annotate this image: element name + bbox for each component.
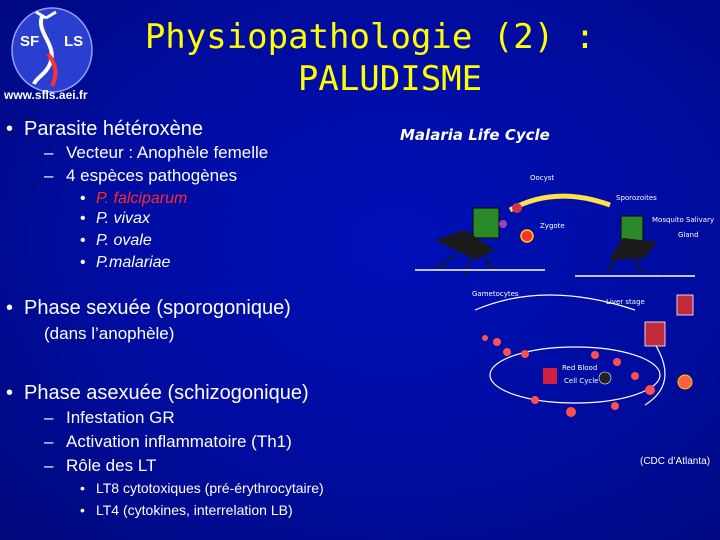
mosquito-left-illustration bbox=[434, 207, 500, 276]
diagram-title: Malaria Life Cycle bbox=[400, 126, 550, 144]
title-line-1: Physiopathologie (2) : bbox=[144, 17, 596, 57]
bullet-role: –Rôle des LT bbox=[44, 456, 157, 475]
source-credit: (CDC d’Atlanta) bbox=[640, 456, 711, 467]
bullet-asexuee: •Phase asexuée (schizogonique) bbox=[6, 382, 309, 404]
malaria-life-cycle-diagram bbox=[415, 193, 695, 417]
title-line-2: PALUDISME bbox=[297, 59, 483, 99]
logo-url: www.sfls.aei.fr bbox=[4, 88, 88, 102]
species-vivax: P. vivax bbox=[96, 210, 150, 227]
label-zygote: Zygote bbox=[540, 222, 565, 230]
bullet-sexuee-sub: (dans l’anophèle) bbox=[44, 324, 175, 343]
slide-title: Physiopathologie (2) : PALUDISME bbox=[120, 16, 620, 100]
sfls-logo: SF LS bbox=[6, 4, 102, 104]
bullet-especes: –4 espèces pathogènes bbox=[44, 166, 238, 185]
label-cell-cycle: Cell Cycle bbox=[564, 377, 599, 385]
bullet-lt8: •LT8 cytotoxiques (pré-érythrocytaire) bbox=[80, 480, 324, 496]
bullet-infestation-text: Infestation GR bbox=[66, 408, 175, 427]
species-item: •P. vivax bbox=[80, 210, 150, 227]
bullet-especes-text: 4 espèces pathogènes bbox=[66, 166, 238, 185]
bullet-activation-text: Activation inflammatoire (Th1) bbox=[66, 432, 292, 451]
bullet-sexuee-text: Phase sexuée (sporogonique) bbox=[24, 297, 291, 319]
bullet-role-text: Rôle des LT bbox=[66, 456, 157, 475]
bullet-lt4: •LT4 (cytokines, interrelation LB) bbox=[80, 502, 293, 518]
species-item: •P. ovale bbox=[80, 232, 152, 249]
species-malariae: P.malariae bbox=[96, 254, 171, 271]
species-falciparum: P. falciparum bbox=[96, 190, 188, 207]
bullet-parasite: •Parasite hétéroxène bbox=[6, 118, 204, 140]
species-item: •P.malariae bbox=[80, 254, 171, 271]
label-oocyst: Oocyst bbox=[530, 174, 555, 182]
label-gland: Gland bbox=[678, 231, 699, 239]
label-liver-stage: Liver stage bbox=[606, 298, 645, 306]
species-ovale: P. ovale bbox=[96, 232, 152, 249]
bullet-parasite-text: Parasite hétéroxène bbox=[24, 118, 204, 140]
label-mosquito-salivary: Mosquito Salivary bbox=[652, 216, 715, 224]
bullet-lt8-text: LT8 cytotoxiques (pré-érythrocytaire) bbox=[96, 480, 324, 496]
label-red-blood: Red Blood bbox=[562, 364, 598, 372]
bullet-vecteur: –Vecteur : Anophèle femelle bbox=[44, 143, 269, 162]
label-sporozoites: Sporozoites bbox=[616, 194, 657, 202]
svg-text:LS: LS bbox=[64, 33, 83, 50]
bullet-lt4-text: LT4 (cytokines, interrelation LB) bbox=[96, 502, 293, 518]
label-gametocytes: Gametocytes bbox=[472, 290, 519, 298]
bullet-sexuee: •Phase sexuée (sporogonique) bbox=[6, 297, 291, 319]
bullet-activation: –Activation inflammatoire (Th1) bbox=[44, 432, 292, 451]
mosquito-right-illustration bbox=[606, 215, 657, 273]
bullet-vecteur-text: Vecteur : Anophèle femelle bbox=[66, 143, 269, 162]
species-item: •P. falciparum bbox=[80, 190, 188, 207]
bullet-infestation: –Infestation GR bbox=[44, 408, 175, 427]
svg-text:SF: SF bbox=[20, 33, 39, 50]
bullet-asexuee-text: Phase asexuée (schizogonique) bbox=[24, 382, 309, 404]
